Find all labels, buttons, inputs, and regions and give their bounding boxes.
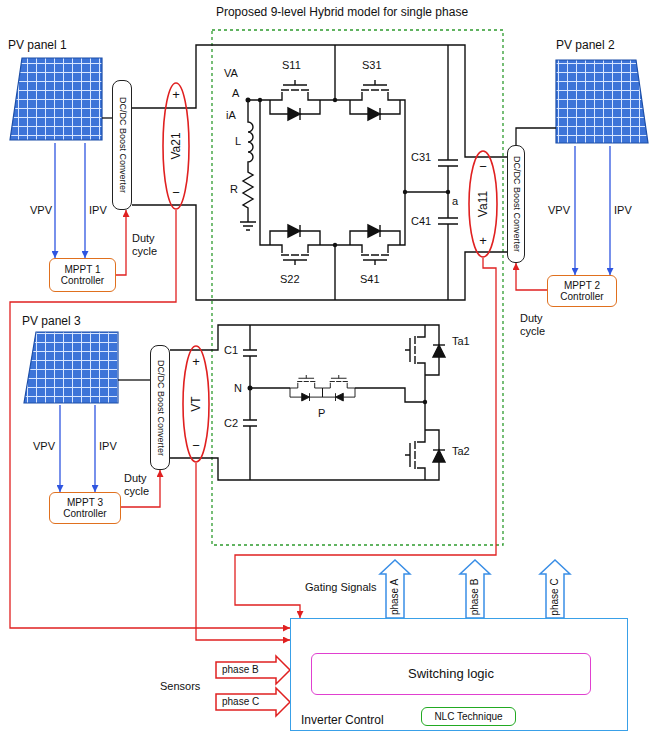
- voltage-label: Va11: [477, 191, 490, 217]
- connector: [121, 470, 160, 507]
- polarity-sign: +: [182, 355, 210, 369]
- edge-label: VPV: [548, 204, 570, 217]
- edge-label: IPV: [614, 204, 632, 217]
- polarity-sign: −: [468, 160, 498, 174]
- boost-converter-box: DC/DC Boost Converter: [150, 345, 170, 470]
- box-text: MPPT 3 Controller: [53, 497, 117, 520]
- edge-label: Duty cycle: [520, 312, 554, 338]
- connector: [235, 258, 496, 618]
- phase-label: phase A: [389, 579, 401, 615]
- polarity-sign: +: [468, 234, 498, 248]
- node-label: a: [452, 194, 458, 208]
- voltage-label: Va21: [170, 132, 183, 159]
- polarity-sign: +: [162, 88, 190, 102]
- converter-label: DC/DC Boost Converter: [511, 156, 522, 252]
- switch-label: S41: [360, 272, 380, 286]
- connector: [516, 263, 547, 290]
- capacitor-label: C31: [411, 150, 431, 164]
- panel-label: PV panel 1: [8, 38, 102, 52]
- panel-label: PV panel 3: [22, 314, 118, 328]
- connector: [116, 210, 126, 275]
- sensor-arrows: [216, 656, 290, 716]
- voltage-label: VA: [224, 66, 238, 80]
- capacitor-label: C41: [411, 214, 431, 228]
- edge-label: IPV: [99, 440, 117, 453]
- pv-panel: PV panel 2: [556, 38, 652, 146]
- pv-panel: PV panel 1: [8, 38, 102, 143]
- resistor-label: R: [230, 182, 238, 196]
- voltage-sense-ellipse: + Va21 −: [162, 82, 190, 210]
- voltage-label: VT: [190, 396, 203, 411]
- boost-converter-box: DC/DC Boost Converter: [507, 145, 525, 263]
- phase-label: phase C: [549, 578, 561, 615]
- edge-label: VPV: [33, 440, 55, 453]
- ellipse-outline-shape: [469, 151, 497, 257]
- junction-dots: [246, 98, 451, 405]
- voltage-sense-ellipse: − Va11 +: [468, 150, 498, 258]
- phase-label: phase B: [222, 663, 259, 677]
- gating-signal-arrows: [380, 560, 570, 618]
- converter-label: DC/DC Boost Converter: [155, 359, 166, 455]
- box-text: NLC Technique: [434, 711, 502, 723]
- phase-label: phase B: [469, 579, 481, 616]
- edge-label: Duty cycle: [132, 232, 166, 258]
- panel-label: PV panel 2: [556, 38, 652, 52]
- ellipse-outline-shape: [183, 346, 209, 462]
- connector: [196, 463, 290, 640]
- switch-label: Ta2: [452, 444, 470, 458]
- switch-symbols: [270, 80, 445, 480]
- signal-label: Gating Signals: [305, 580, 377, 594]
- mppt-controller-box: MPPT 1 Controller: [49, 258, 116, 292]
- phase-label: phase C: [222, 695, 259, 709]
- circuit-wires: [132, 45, 507, 480]
- pv-panel-symbol: [10, 58, 648, 403]
- connector: [59, 405, 60, 492]
- connector: [102, 117, 112, 118]
- mppt-controller-box: MPPT 3 Controller: [49, 492, 121, 524]
- inverter-control-box: Inverter Control Switching logicNLC Techn…: [290, 618, 628, 731]
- edge-label: VPV: [30, 204, 52, 217]
- inductor-label: L: [235, 134, 241, 148]
- pv-panel: PV panel 3: [22, 314, 118, 405]
- mppt-controller-box: MPPT 2 Controller: [547, 275, 617, 307]
- connector: [84, 143, 85, 258]
- current-label: iA: [226, 108, 236, 122]
- switch-label: Ta1: [452, 334, 470, 348]
- capacitor-label: C2: [224, 416, 238, 430]
- voltage-sense-ellipse: + VT −: [182, 345, 210, 463]
- connector: [54, 143, 55, 258]
- connector: [94, 405, 95, 492]
- converter-label: DC/DC Boost Converter: [117, 97, 128, 193]
- hybrid-region-outline: [212, 30, 503, 545]
- connector: [516, 128, 556, 145]
- switch-label: P: [318, 406, 325, 420]
- boost-converter-box: DC/DC Boost Converter: [112, 80, 132, 210]
- connector: [118, 379, 150, 380]
- node-label: N: [234, 381, 242, 395]
- capacitor-label: C1: [224, 343, 238, 357]
- box-title: Inverter Control: [301, 713, 384, 727]
- ellipse-outline-shape: [163, 83, 189, 209]
- switching-logic-box: Switching logic: [311, 653, 591, 695]
- connector: [609, 146, 610, 275]
- polarity-sign: −: [162, 186, 190, 200]
- box-text: MPPT 2 Controller: [551, 280, 613, 303]
- signal-label: Sensors: [160, 679, 200, 693]
- edge-label: IPV: [89, 204, 107, 217]
- switch-label: S31: [362, 58, 382, 72]
- connector: [574, 146, 575, 275]
- node-label: A: [232, 86, 239, 100]
- edge-label: Duty cycle: [124, 472, 156, 498]
- switch-label: S22: [280, 272, 300, 286]
- connector: [10, 210, 290, 628]
- nlc-technique-box: NLC Technique: [421, 707, 516, 727]
- box-text: MPPT 1 Controller: [53, 264, 112, 287]
- polarity-sign: −: [182, 439, 210, 453]
- switch-label: S11: [282, 58, 301, 72]
- box-text: Switching logic: [408, 667, 494, 682]
- diagram-title: Proposed 9-level Hybrid model for single…: [40, 5, 644, 20]
